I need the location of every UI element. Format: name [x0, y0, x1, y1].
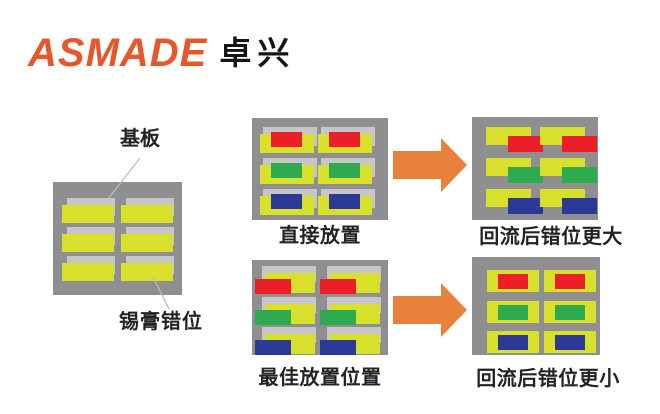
- paste-misalignment-callout-label: 锡膏错位: [119, 311, 203, 333]
- solder-paste: [62, 263, 114, 281]
- reflow-smaller-misalignment-label: 回流后错位更小: [476, 368, 620, 390]
- component: [508, 167, 543, 183]
- brand-cjk-name: 卓兴: [219, 35, 296, 71]
- reflow-larger-misalignment-board: [472, 117, 598, 220]
- component: [271, 132, 302, 147]
- direct-placement-label: 直接放置: [279, 225, 361, 247]
- component: [555, 335, 585, 350]
- component: [255, 310, 291, 325]
- component: [498, 274, 528, 289]
- component: [320, 340, 356, 355]
- arrow-right-icon: [393, 138, 467, 192]
- component: [562, 198, 597, 214]
- component: [508, 136, 543, 152]
- component: [255, 340, 291, 355]
- substrate-board: [53, 182, 182, 295]
- solder-paste: [121, 234, 173, 252]
- component: [555, 305, 585, 320]
- direct-placement-board: [252, 118, 388, 220]
- component: [555, 274, 585, 289]
- brand-wordmark: ASMADE: [28, 31, 208, 75]
- component: [255, 279, 291, 294]
- component: [498, 335, 528, 350]
- substrate-callout-label: 基板: [120, 128, 160, 150]
- reflow-smaller-misalignment-board: [472, 257, 600, 355]
- component: [498, 305, 528, 320]
- solder-paste: [121, 263, 173, 281]
- arrow-right-icon: [393, 283, 467, 337]
- component: [562, 136, 597, 152]
- component: [329, 132, 360, 147]
- solder-paste: [62, 205, 114, 223]
- component: [271, 194, 302, 209]
- component: [320, 279, 356, 294]
- best-placement-label: 最佳放置位置: [258, 367, 382, 389]
- best-placement-board: [252, 260, 388, 355]
- solder-paste: [121, 205, 173, 223]
- reflow-larger-misalignment-label: 回流后错位更大: [479, 226, 623, 248]
- component: [508, 198, 543, 214]
- component: [329, 163, 360, 178]
- component: [329, 194, 360, 209]
- component: [320, 310, 356, 325]
- brand-logo: ASMADE 卓兴: [28, 33, 295, 73]
- component: [271, 163, 302, 178]
- component: [562, 167, 597, 183]
- solder-paste: [62, 234, 114, 252]
